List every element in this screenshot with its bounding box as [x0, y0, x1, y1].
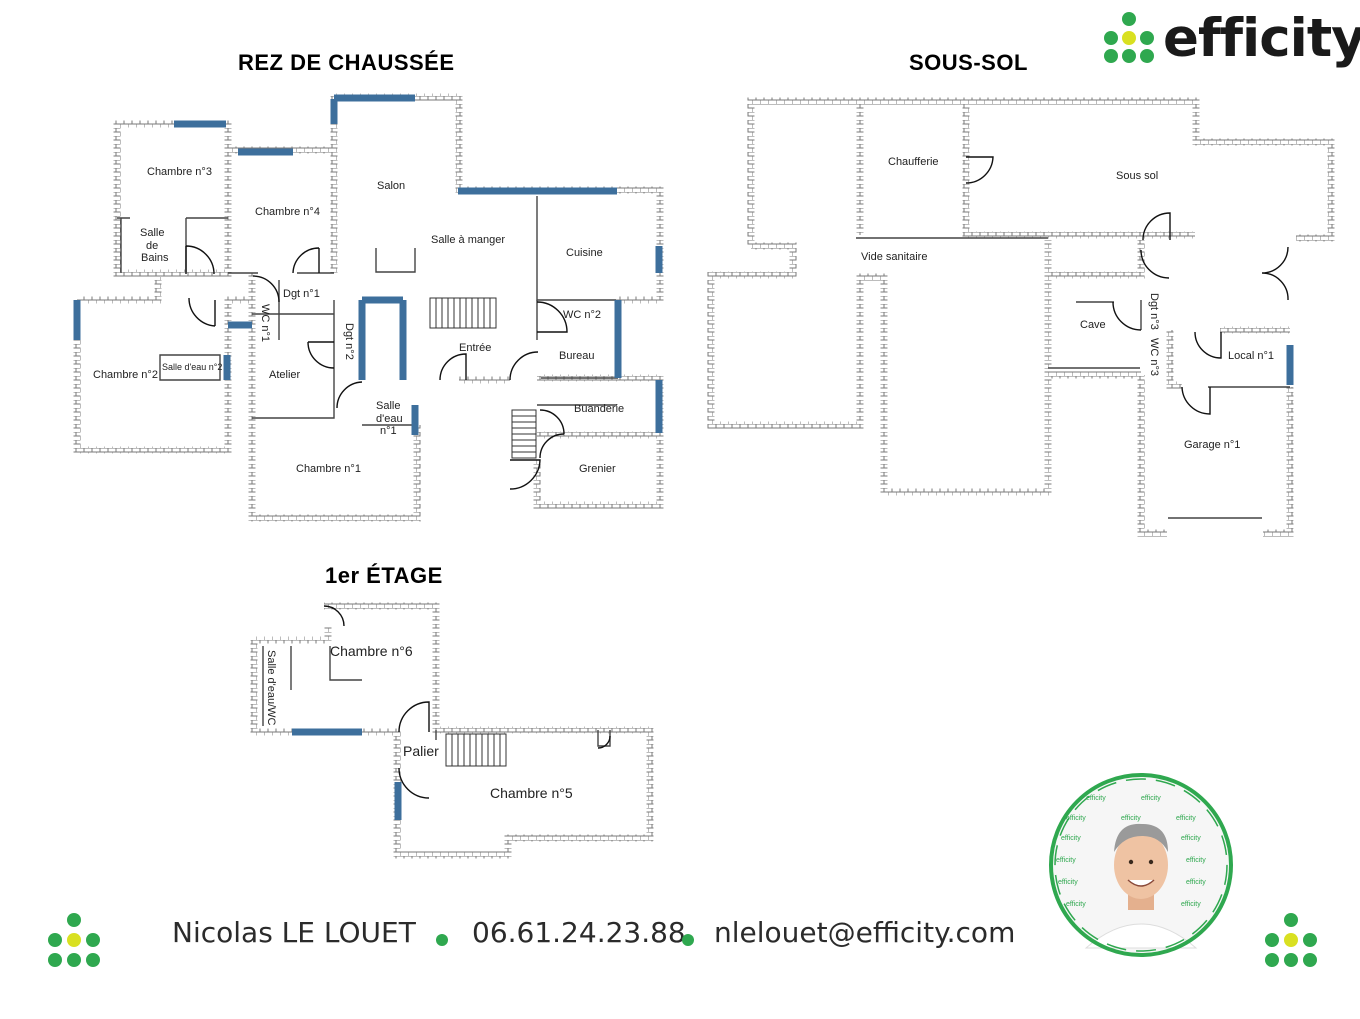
svg-text:efficity: efficity — [1186, 857, 1206, 864]
room-label-garage1: Garage n°1 — [1184, 439, 1240, 451]
svg-text:efficity: efficity — [1121, 815, 1141, 822]
room-label-chambre4: Chambre n°4 — [255, 206, 320, 218]
room-label-chambre3: Chambre n°3 — [147, 166, 212, 178]
room-label-salle-a-manger: Salle à manger — [431, 234, 505, 246]
room-label-entree: Entrée — [459, 342, 491, 354]
agent-name: Nicolas LE LOUET — [172, 916, 416, 949]
first-floor-plan: Chambre n°6 Salle d'eau/WC Palier Chambr… — [250, 602, 654, 859]
room-label-salle-bains-2: de — [146, 240, 158, 252]
ground-floor-stairs — [429, 297, 537, 459]
room-label-wc3: WC n°3 — [1148, 338, 1160, 376]
agent-portrait-icon: efficity efficity efficity efficity efficit… — [1049, 773, 1233, 957]
svg-text:efficity: efficity — [1058, 879, 1078, 886]
separator-dot-icon — [682, 934, 694, 946]
svg-text:efficity: efficity — [1061, 835, 1081, 842]
room-label-vide-sanitaire: Vide sanitaire — [861, 251, 927, 263]
room-label-salle-eau1-3: n°1 — [380, 425, 397, 437]
svg-text:efficity: efficity — [1181, 835, 1201, 842]
room-label-cuisine: Cuisine — [566, 247, 603, 259]
basement-heading: SOUS-SOL — [909, 50, 1028, 75]
svg-text:efficity: efficity — [1176, 815, 1196, 822]
room-label-salle-bains-1: Salle — [140, 227, 164, 239]
brand-wordmark: efficity — [1163, 8, 1360, 69]
first-floor-stairs — [445, 733, 507, 767]
room-label-chambre1: Chambre n°1 — [296, 463, 361, 475]
room-label-bureau: Bureau — [559, 350, 594, 362]
room-label-dgt1: Dgt n°1 — [283, 288, 320, 300]
ground-floor-plan: Chambre n°3 Chambre n°4 Salon Salle à ma… — [73, 93, 664, 522]
agent-phone[interactable]: 06.61.24.23.88 — [472, 916, 686, 949]
footer-logo-right-icon — [1265, 913, 1317, 967]
room-label-salle-eau2: Salle d'eau n°2 — [162, 362, 222, 372]
svg-text:efficity: efficity — [1086, 795, 1106, 802]
room-label-wc1: WC n°1 — [259, 304, 271, 342]
room-label-dgt3: Dgt n°3 — [1148, 293, 1160, 330]
room-label-salle-eau1-2: d'eau — [376, 413, 403, 425]
floor-plans: Chambre n°3 Chambre n°4 Salon Salle à ma… — [73, 93, 1335, 859]
agent-email[interactable]: nlelouet@efficity.com — [714, 916, 1016, 949]
room-label-wc2: WC n°2 — [563, 309, 601, 321]
room-label-dgt2: Dgt n°2 — [343, 323, 355, 360]
room-label-palier: Palier — [403, 743, 439, 759]
basement-plan: Chaufferie Sous sol Vide sanitaire Cave … — [707, 97, 1335, 537]
room-label-salle-eau-wc: Salle d'eau/WC — [265, 650, 277, 726]
svg-text:efficity: efficity — [1186, 879, 1206, 886]
separator-dot-icon — [436, 934, 448, 946]
room-label-salle-eau1-1: Salle — [376, 400, 400, 412]
room-label-chambre5: Chambre n°5 — [490, 785, 573, 801]
room-label-local1: Local n°1 — [1228, 350, 1274, 362]
svg-text:efficity: efficity — [1181, 901, 1201, 908]
room-label-sous-sol: Sous sol — [1116, 170, 1158, 182]
dot-cluster-logo-icon — [1104, 12, 1154, 63]
svg-text:efficity: efficity — [1066, 815, 1086, 822]
room-label-grenier: Grenier — [579, 463, 616, 475]
first-floor-heading: 1er ÉTAGE — [325, 563, 443, 588]
footer-logo-left-icon — [48, 913, 100, 967]
room-label-chaufferie: Chaufferie — [888, 156, 939, 168]
room-label-buanderie: Buanderie — [574, 403, 624, 415]
svg-text:efficity: efficity — [1141, 795, 1161, 802]
room-label-cave: Cave — [1080, 319, 1106, 331]
svg-text:efficity: efficity — [1066, 901, 1086, 908]
room-label-salon: Salon — [377, 180, 405, 192]
svg-text:efficity: efficity — [1056, 857, 1076, 864]
room-label-chambre6: Chambre n°6 — [330, 643, 413, 659]
room-label-chambre2: Chambre n°2 — [93, 369, 158, 381]
room-label-salle-bains-3: Bains — [141, 252, 169, 264]
ground-floor-heading: REZ DE CHAUSSÉE — [238, 50, 455, 75]
room-label-atelier: Atelier — [269, 369, 301, 381]
